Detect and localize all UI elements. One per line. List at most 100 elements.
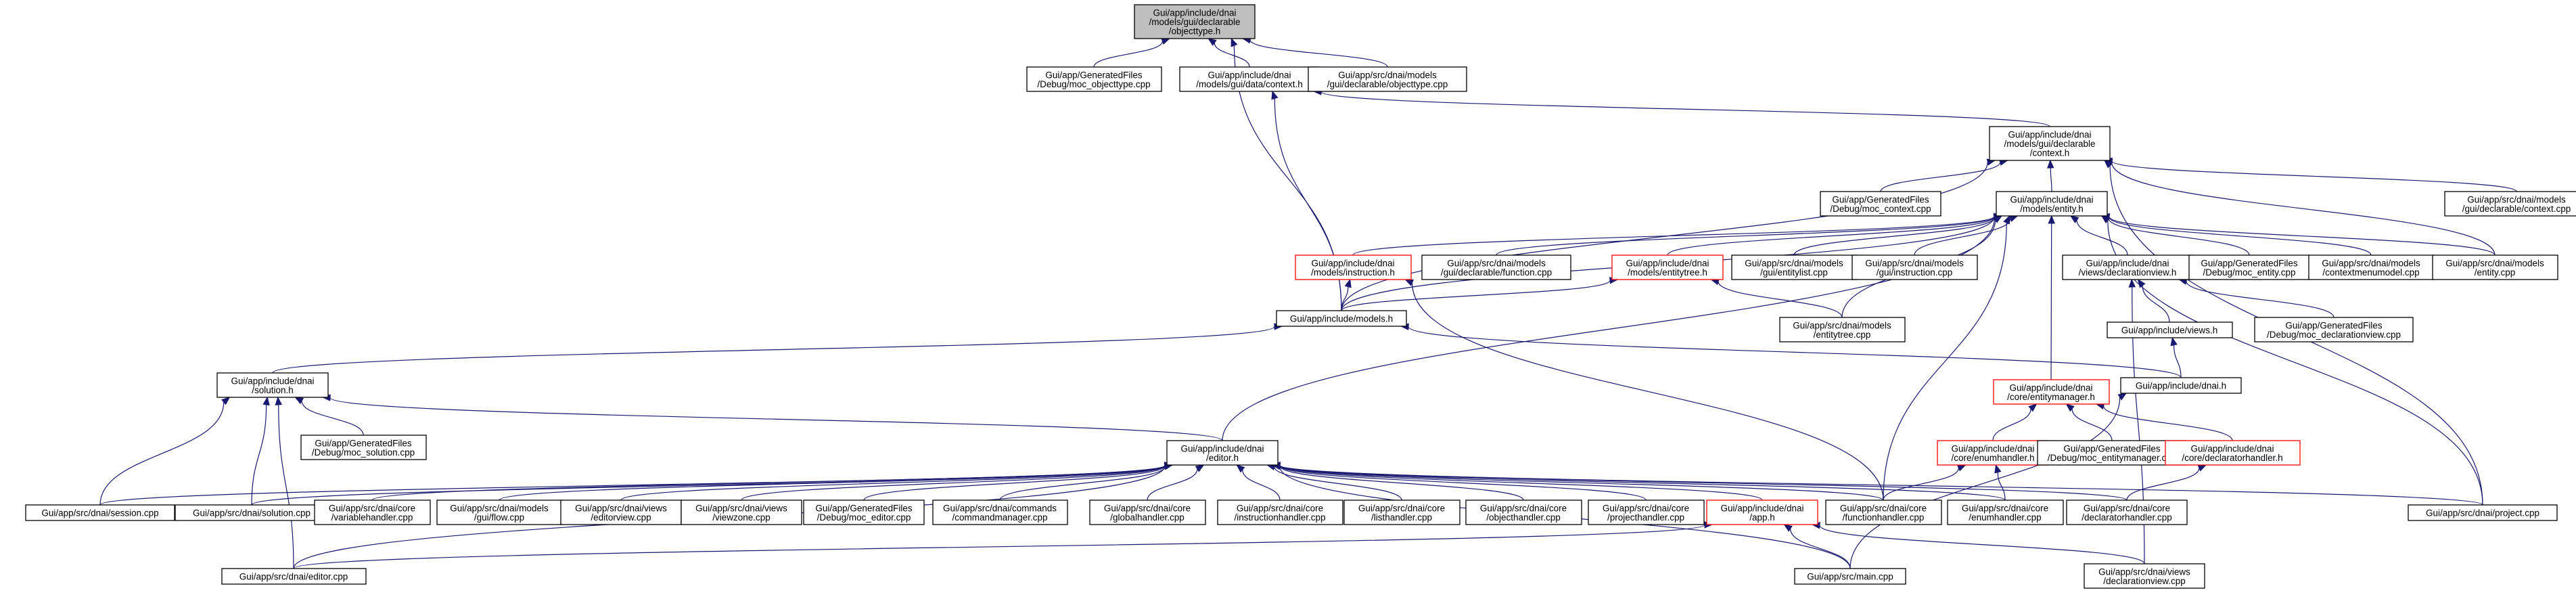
node-label-line: /editor.h: [1206, 453, 1239, 463]
node-declaratorhandler-cpp[interactable]: Gui/app/src/dnai/core/declaratorhandler.…: [2066, 500, 2188, 525]
edge-guiflow-cpp-to-editor-h: [499, 465, 1166, 501]
node-functionhandler-cpp[interactable]: Gui/app/src/dnai/core/functionhandler.cp…: [1825, 500, 1942, 525]
node-label-line: /declaratorhandler.cpp: [2082, 512, 2172, 523]
edge-enumhandler-cpp-to-enumhandler-h: [1997, 472, 2006, 501]
node-box: [1993, 379, 2110, 405]
edge-instructionhandler-cpp-to-editor-h: [1242, 469, 1281, 501]
edge-arrowhead: [2100, 215, 2111, 224]
node-dnai-h[interactable]: Gui/app/include/dnai.h: [2120, 377, 2242, 394]
node-variablehandler-cpp[interactable]: Gui/app/src/dnai/core/variablehandler.cp…: [314, 500, 431, 525]
node-gui-instruction-cpp[interactable]: Gui/app/src/dnai/models/gui/instruction.…: [1852, 254, 1978, 280]
node-editor-cpp[interactable]: Gui/app/src/dnai/editor.cpp: [221, 568, 367, 585]
node-label-line: Gui/app/include/dnai: [231, 376, 314, 386]
node-moc-declarationview[interactable]: Gui/app/GeneratedFiles/Debug/moc_declara…: [2254, 317, 2414, 342]
node-guiflow-cpp[interactable]: Gui/app/src/dnai/models/gui/flow.cpp: [436, 500, 563, 525]
node-solution-h[interactable]: Gui/app/include/dnai/solution.h: [216, 372, 329, 398]
node-label-line: Gui/app/src/dnai/commands: [943, 504, 1057, 514]
node-contextmenumodel-cpp[interactable]: Gui/app/src/dnai/models/contextmenumodel…: [2308, 254, 2435, 280]
node-commandmanager-cpp[interactable]: Gui/app/src/dnai/commands/commandmanager…: [932, 500, 1068, 525]
node-label-line: Gui/app/src/dnai/core: [1237, 504, 1323, 514]
node-views-h[interactable]: Gui/app/include/views.h: [2107, 321, 2233, 338]
edge-views-h-to-declarationview-h: [2142, 285, 2170, 323]
edge-arrowhead: [2048, 215, 2055, 224]
node-editor-h[interactable]: Gui/app/include/dnai/editor.h: [1166, 440, 1279, 466]
node-label-line: Gui/app/src/dnai/models: [1447, 259, 1546, 269]
node-models-h[interactable]: Gui/app/include/models.h: [1276, 310, 1407, 327]
node-session-cpp[interactable]: Gui/app/src/dnai/session.cpp: [25, 504, 175, 521]
edge-solution-cpp-to-editor-h: [251, 464, 1166, 506]
node-entitytree-cpp[interactable]: Gui/app/src/dnai/models/entitytree.cpp: [1779, 317, 1906, 342]
node-box: [1026, 66, 1162, 92]
node-enumhandler-h[interactable]: Gui/app/include/dnai/core/enumhandler.h: [1937, 440, 2049, 466]
node-instruction-h[interactable]: Gui/app/include/dnai/models/instruction.…: [1295, 254, 1412, 280]
node-editorview-cpp[interactable]: Gui/app/src/dnai/views/editorview.cpp: [560, 500, 682, 525]
node-box: [1706, 500, 1818, 525]
node-label-line: Gui/app/src/dnai/project.cpp: [2426, 508, 2539, 518]
node-projecthandler-cpp[interactable]: Gui/app/src/dnai/core/projecthandler.cpp: [1588, 500, 1705, 525]
edge-arrowhead: [2137, 278, 2146, 288]
edge-declarationview-cpp-to-app-h: [1819, 525, 2145, 564]
edge-functionhandler-cpp-to-editor-h: [1279, 465, 1884, 501]
edge-app-h-to-editor-h: [1279, 465, 1763, 501]
edge-arrowhead: [1783, 524, 1793, 532]
node-label-line: /editorview.cpp: [591, 512, 651, 523]
node-box: [2188, 254, 2310, 280]
node-data-context[interactable]: Gui/app/include/dnai/models/gui/data/con…: [1179, 66, 1320, 92]
node-label-line: Gui/app/src/dnai/models: [2467, 195, 2566, 205]
node-label-line: Gui/app/src/dnai/core: [1603, 504, 1689, 514]
node-box: [2444, 191, 2576, 217]
node-decl-context[interactable]: Gui/app/include/dnai/models/gui/declarab…: [1989, 126, 2111, 161]
node-objecthandler-cpp[interactable]: Gui/app/src/dnai/core/objecthandler.cpp: [1465, 500, 1582, 525]
edge-declaratorhandler-h-to-entitymanager-h: [2103, 405, 2233, 441]
node-box: [2254, 317, 2414, 342]
node-entitymanager-h[interactable]: Gui/app/include/dnai/core/entitymanager.…: [1993, 379, 2110, 405]
node-label-line: Gui/app/include/dnai: [1720, 504, 1803, 514]
node-box: [2120, 377, 2242, 394]
edge-arrowhead: [2065, 403, 2075, 412]
edge-arrowhead: [1344, 278, 1352, 288]
node-project-cpp[interactable]: Gui/app/src/dnai/project.cpp: [2408, 504, 2558, 521]
edge-project-cpp-to-editor-h: [1279, 464, 2483, 506]
node-moc-entitymanager[interactable]: Gui/app/GeneratedFiles/Debug/moc_entitym…: [2037, 440, 2187, 466]
node-moc-editor[interactable]: Gui/app/GeneratedFiles/Debug/moc_editor.…: [803, 500, 925, 525]
node-entitytree-h[interactable]: Gui/app/include/dnai/models/entitytree.h: [1611, 254, 1724, 280]
node-viewzone-cpp[interactable]: Gui/app/src/dnai/views/viewzone.cpp: [681, 500, 802, 525]
node-moc-entity[interactable]: Gui/app/GeneratedFiles/Debug/moc_entity.…: [2188, 254, 2310, 280]
node-declarationview-cpp[interactable]: Gui/app/src/dnai/views/declarationview.c…: [2084, 563, 2205, 589]
edge-data-context-to-objecttype: [1214, 43, 1250, 68]
node-enumhandler-cpp[interactable]: Gui/app/src/dnai/core/enumhandler.cpp: [1947, 500, 2064, 525]
edge-solution-cpp-to-solution-h: [251, 404, 267, 506]
node-decl-context-cpp[interactable]: Gui/app/src/dnai/models/gui/declarable/c…: [2444, 191, 2576, 217]
node-label-line: Gui/app/GeneratedFiles: [1045, 70, 1143, 81]
node-function-cpp[interactable]: Gui/app/src/dnai/models/gui/declarable/f…: [1421, 254, 1571, 280]
node-label-line: /gui/flow.cpp: [474, 512, 524, 523]
edge-contextmenumodel-cpp-to-entity-h: [2109, 217, 2372, 256]
node-label-line: /app.h: [1749, 512, 1775, 523]
edge-entity-cpp-to-decl-context: [2111, 162, 2496, 256]
node-entity-h[interactable]: Gui/app/include/dnai/models/entity.h: [1996, 191, 2108, 217]
node-app-h[interactable]: Gui/app/include/dnai/app.h: [1706, 500, 1818, 525]
node-declaratorhandler-h[interactable]: Gui/app/include/dnai/core/declaratorhand…: [2165, 440, 2301, 466]
node-listhandler-cpp[interactable]: Gui/app/src/dnai/core/listhandler.cpp: [1343, 500, 1460, 525]
node-objecttype-cpp[interactable]: Gui/app/src/dnai/models/gui/declarable/o…: [1308, 66, 1467, 92]
node-box: [1989, 126, 2111, 161]
node-globalhandler-cpp[interactable]: Gui/app/src/dnai/core/globalhandler.cpp: [1089, 500, 1206, 525]
edge-editor-cpp-to-app-h: [293, 524, 1705, 569]
node-entity-cpp[interactable]: Gui/app/src/dnai/models/entity.cpp: [2432, 254, 2558, 280]
node-box: [1179, 66, 1320, 92]
node-box: [1276, 310, 1407, 327]
node-label-line: /gui/instruction.cpp: [1877, 267, 1953, 278]
node-label-line: /Debug/moc_editor.cpp: [817, 512, 911, 523]
node-label-line: /entitytree.cpp: [1814, 330, 1871, 340]
node-instructionhandler-cpp[interactable]: Gui/app/src/dnai/core/instructionhandler…: [1217, 500, 1343, 525]
node-moc-context[interactable]: Gui/app/GeneratedFiles/Debug/moc_context…: [1820, 191, 1941, 217]
node-main-cpp[interactable]: Gui/app/src/main.cpp: [1794, 568, 1906, 585]
edge-declarationview-h-to-entity-h: [2076, 220, 2128, 256]
node-solution-cpp[interactable]: Gui/app/src/dnai/solution.cpp: [175, 504, 329, 521]
node-label-line: Gui/app/GeneratedFiles: [2285, 321, 2383, 331]
edge-solution-h-to-models-h: [272, 326, 1275, 374]
node-moc-solution[interactable]: Gui/app/GeneratedFiles/Debug/moc_solutio…: [300, 435, 427, 460]
node-moc-objecttype[interactable]: Gui/app/GeneratedFiles/Debug/moc_objectt…: [1026, 66, 1162, 92]
node-entitylist-cpp[interactable]: Gui/app/src/dnai/models/gui/entitylist.c…: [1731, 254, 1858, 280]
node-declarationview-h[interactable]: Gui/app/include/dnai/views/declarationvi…: [2062, 254, 2193, 280]
